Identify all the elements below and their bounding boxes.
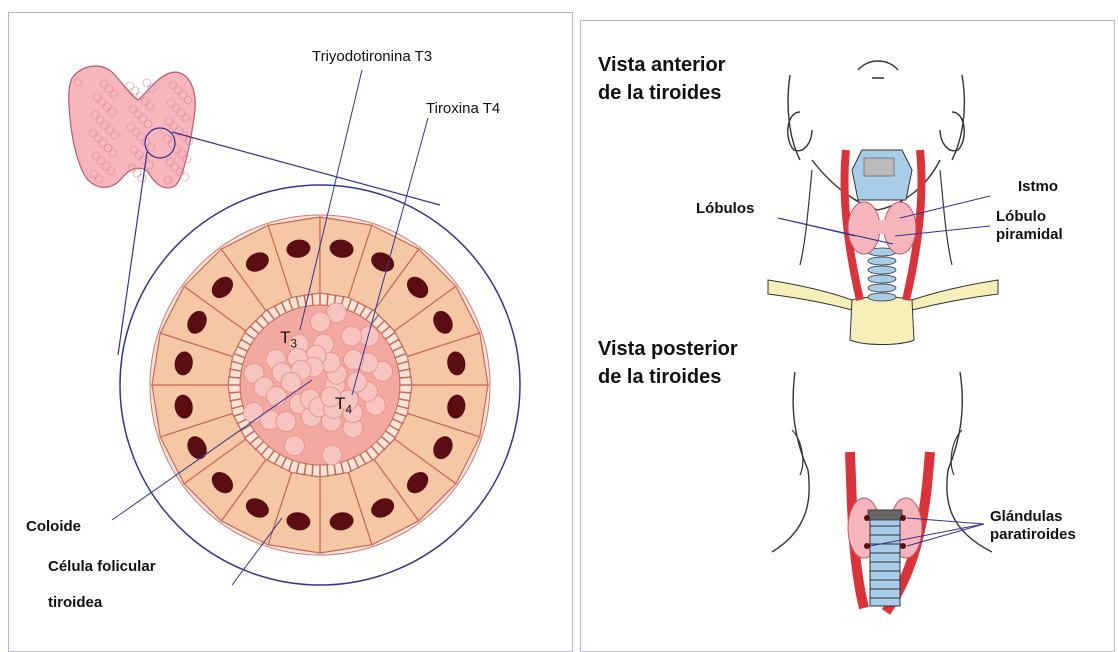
istmo-label: Istmo bbox=[1018, 178, 1058, 196]
glandulas-label-line2: paratiroides bbox=[990, 526, 1076, 544]
glandulas-label-line1: Glándulas bbox=[990, 508, 1063, 526]
trachea-ring bbox=[868, 284, 896, 292]
lobulos-label: Lóbulos bbox=[696, 200, 754, 218]
trachea-rings bbox=[868, 248, 896, 301]
trachea-ring bbox=[868, 257, 896, 265]
lobulo-piramidal-label-line1: Lóbulo bbox=[996, 208, 1046, 226]
posterior-neck-illustration bbox=[772, 372, 992, 612]
anterior-neck-illustration bbox=[768, 61, 998, 345]
trachea-ring bbox=[868, 266, 896, 274]
trachea-ring bbox=[868, 275, 896, 283]
trachea-ring bbox=[868, 293, 896, 301]
lobulo-piramidal-label-line2: piramidal bbox=[996, 226, 1063, 244]
